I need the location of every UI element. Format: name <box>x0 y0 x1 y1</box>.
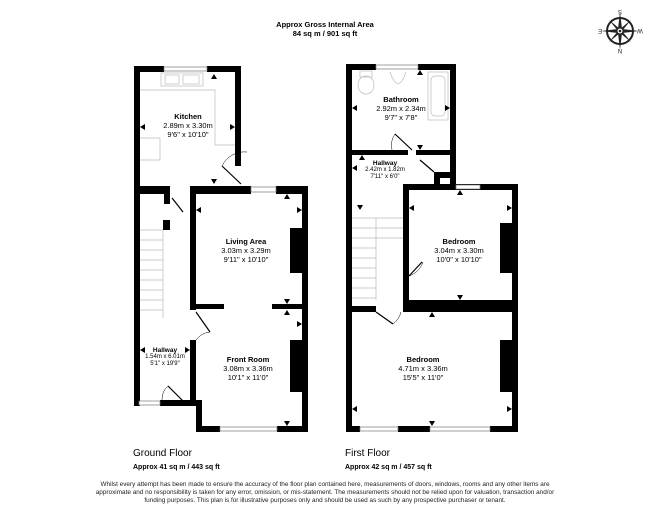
room-living-area: Living Area 3.03m x 3.29m 9'11" x 10'10" <box>221 237 271 264</box>
svg-text:N: N <box>618 47 622 53</box>
ground-floor-title: Ground Floor <box>133 448 192 459</box>
ground-floor-area: Approx 41 sq m / 443 sq ft <box>133 464 220 471</box>
room-bathroom: Bathroom 2.92m x 2.34m 9'7" x 7'8" <box>376 95 426 122</box>
room-kitchen: Kitchen 2.89m x 3.30m 9'6" x 10'10" <box>163 112 213 139</box>
gross-area-header: Approx Gross Internal Area 84 sq m / 901… <box>0 20 650 38</box>
first-floor-title: First Floor <box>345 448 390 459</box>
first-floor-area: Approx 42 sq m / 457 sq ft <box>345 464 432 471</box>
compass-icon: S N E W <box>598 8 643 53</box>
room-hallway-first: Hallway 2.42m x 1.82m 7'11" x 6'0" <box>365 160 405 180</box>
gross-area-value: 84 sq m / 901 sq ft <box>292 29 358 38</box>
room-front-room: Front Room 3.08m x 3.36m 10'1" x 11'0" <box>223 355 273 382</box>
room-hallway-ground: Hallway 1.54m x 6.01m 5'1" x 19'9" <box>145 347 185 367</box>
svg-text:S: S <box>618 8 622 14</box>
gross-area-title: Approx Gross Internal Area <box>276 20 374 29</box>
disclaimer-text: Whilst every attempt has been made to en… <box>95 481 555 504</box>
svg-text:E: E <box>598 27 602 33</box>
room-bedroom-rear: Bedroom 3.04m x 3.30m 10'0" x 10'10" <box>434 237 484 264</box>
svg-text:W: W <box>637 27 643 33</box>
room-bedroom-front: Bedroom 4.71m x 3.36m 15'5" x 11'0" <box>398 355 448 382</box>
